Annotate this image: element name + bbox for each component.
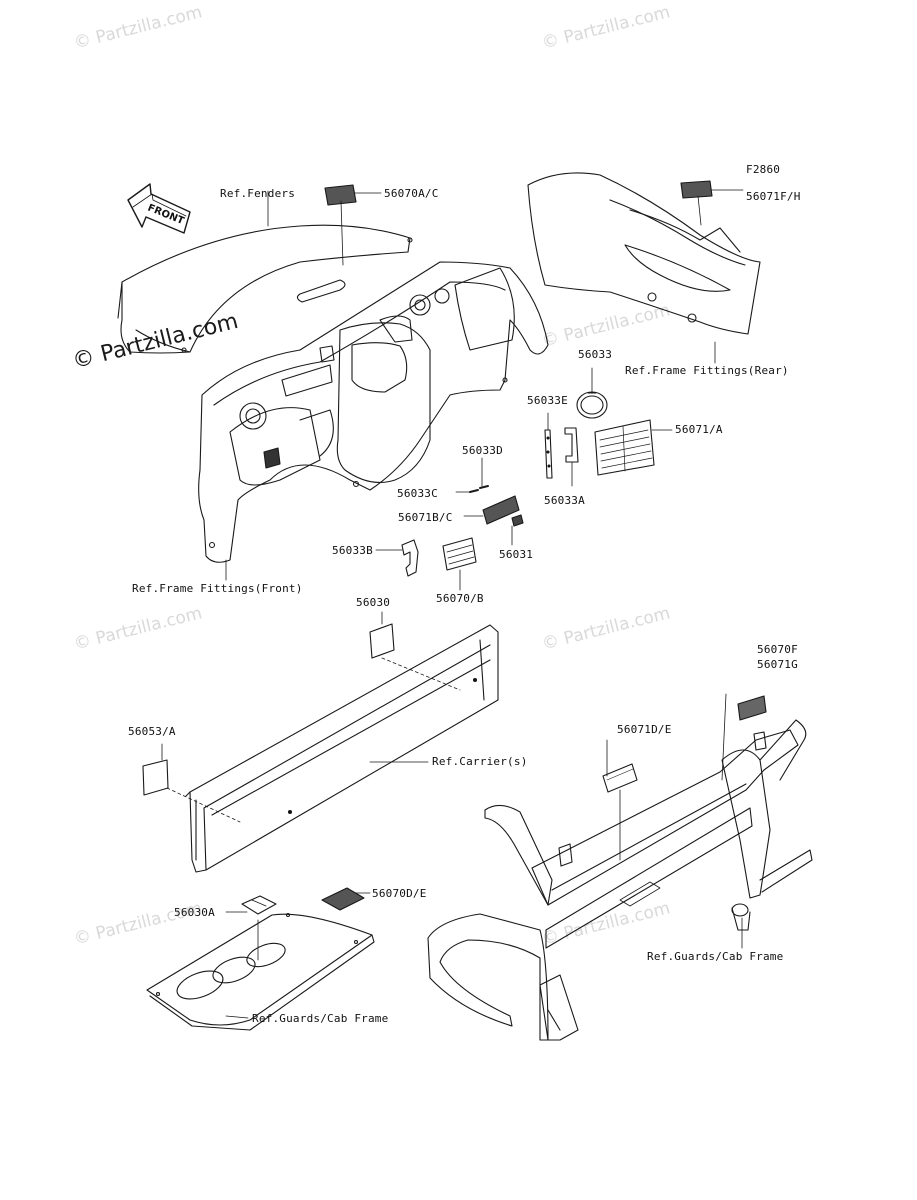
label-56071bc[interactable]: 56071B/C (398, 511, 453, 524)
decal-56033b (401, 539, 419, 577)
label-56070b[interactable]: 56070/B (436, 592, 484, 605)
front-arrow-icon: FRONT (127, 183, 191, 234)
diagram-code: F2860 (746, 163, 781, 176)
label-56031[interactable]: 56031 (499, 548, 534, 561)
decal-56033e (544, 429, 553, 479)
decal-56030a (241, 895, 277, 915)
floor-plate (146, 912, 375, 1031)
label-ref-frame-front[interactable]: Ref.Frame Fittings(Front) (132, 582, 303, 595)
label-56071de[interactable]: 56071D/E (617, 723, 672, 736)
decal-56071de (602, 763, 638, 793)
decal-56070f-56071g (737, 695, 767, 721)
decal-56033a (564, 427, 579, 463)
carrier-panel (185, 624, 499, 873)
decal-56053a (142, 759, 169, 796)
decal-56031 (511, 514, 524, 527)
label-56071a[interactable]: 56071/A (675, 423, 723, 436)
decal-56071a (594, 419, 655, 476)
decal-56071fh (680, 180, 713, 199)
dashboard-panel (198, 261, 549, 563)
label-56030[interactable]: 56030 (356, 596, 391, 609)
rear-frame-fitting (527, 172, 761, 335)
decal-56070de (321, 887, 365, 911)
decal-56070b (442, 537, 477, 571)
label-56033[interactable]: 56033 (578, 348, 613, 361)
label-56071fh[interactable]: 56071F/H (746, 190, 801, 203)
decal-56033c-56033d (469, 485, 489, 493)
label-ref-carriers[interactable]: Ref.Carrier(s) (432, 755, 528, 768)
fender-panel (117, 224, 413, 354)
decal-56071bc (482, 495, 520, 525)
label-56033d[interactable]: 56033D (462, 444, 503, 457)
decal-56070ac (324, 184, 357, 206)
label-ref-frame-rear[interactable]: Ref.Frame Fittings(Rear) (625, 364, 789, 377)
label-56071g[interactable]: 56071G (757, 658, 798, 671)
label-ref-guards-right[interactable]: Ref.Guards/Cab Frame (647, 950, 784, 963)
label-ref-guards-left[interactable]: Ref.Guards/Cab Frame (252, 1012, 389, 1025)
label-56033b[interactable]: 56033B (332, 544, 373, 557)
label-56033c[interactable]: 56033C (397, 487, 438, 500)
label-ref-fenders[interactable]: Ref.Fenders (220, 187, 296, 200)
label-56033a[interactable]: 56033A (544, 494, 585, 507)
label-56033e[interactable]: 56033E (527, 394, 568, 407)
label-56030a[interactable]: 56030A (174, 906, 215, 919)
label-56070de[interactable]: 56070D/E (372, 887, 427, 900)
label-56070f[interactable]: 56070F (757, 643, 798, 656)
decal-56030 (369, 623, 395, 659)
label-56070ac[interactable]: 56070A/C (384, 187, 439, 200)
decal-56033 (576, 391, 608, 419)
label-56053a[interactable]: 56053/A (128, 725, 176, 738)
leader-lines (161, 189, 744, 1019)
cab-frame-guard (427, 719, 813, 1041)
